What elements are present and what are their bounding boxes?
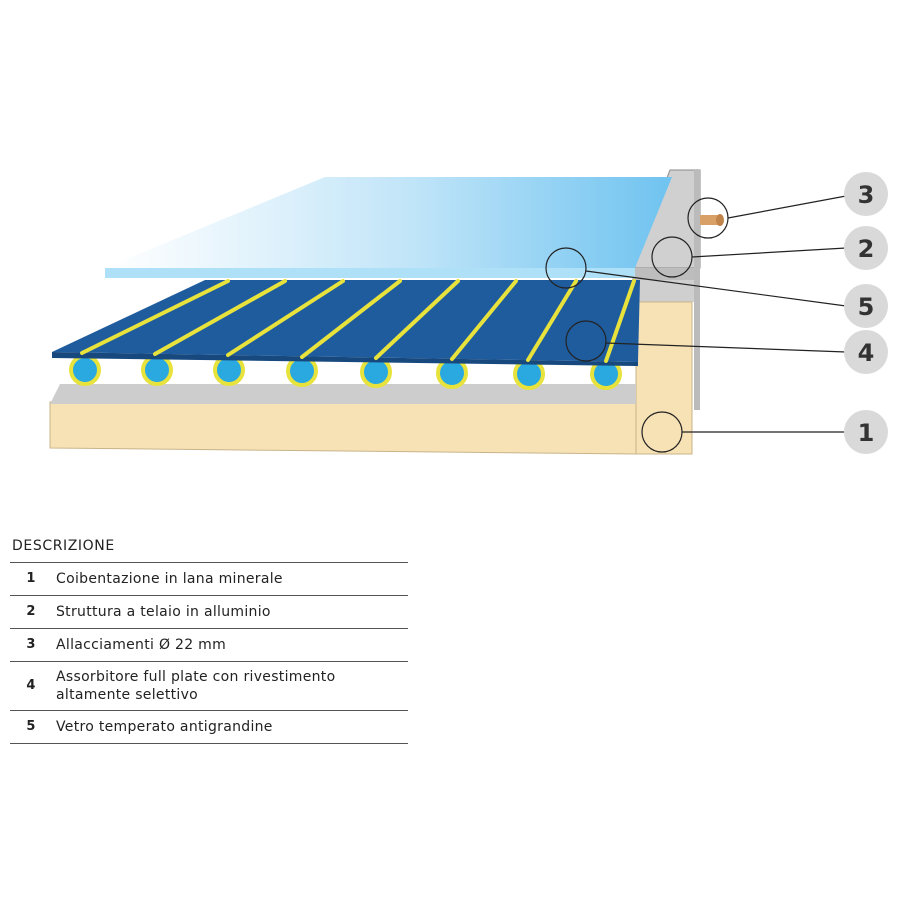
solar-collector-diagram: 3 2 5 4 1 [49, 169, 888, 455]
legend-row: 1 Coibentazione in lana minerale [10, 562, 408, 596]
legend-row-text: Struttura a telaio in alluminio [52, 595, 408, 629]
leader-line-3 [727, 195, 847, 219]
description-legend: DESCRIZIONE 1 Coibentazione in lana mine… [10, 536, 408, 744]
legend-row: 5 Vetro temperato antigrandine [10, 710, 408, 744]
legend-row: 2 Struttura a telaio in alluminio [10, 595, 408, 629]
callout-2: 2 [844, 226, 888, 270]
legend-row-text: Coibentazione in lana minerale [52, 562, 408, 596]
legend-row: 3 Allacciamenti Ø 22 mm [10, 628, 408, 662]
marker-circle-5 [545, 247, 587, 289]
callout-number: 1 [858, 419, 875, 447]
callout-1: 1 [844, 410, 888, 454]
marker-circle-4 [565, 320, 607, 362]
mineral-wool-insulation [49, 301, 693, 455]
leader-line-2 [691, 247, 847, 258]
legend-row-number: 1 [10, 562, 52, 596]
callout-3: 3 [844, 172, 888, 216]
tube [69, 354, 101, 386]
legend-row-text: Vetro temperato antigrandine [52, 710, 408, 744]
absorber-tubes [69, 354, 622, 390]
callout-4: 4 [844, 330, 888, 374]
callout-number: 2 [858, 235, 875, 263]
legend-row-number: 2 [10, 595, 52, 629]
legend-row-number: 4 [10, 661, 52, 711]
callout-number: 4 [858, 339, 875, 367]
legend-row-number: 5 [10, 710, 52, 744]
leader-line-4 [605, 342, 847, 353]
legend-title: DESCRIZIONE [12, 538, 115, 554]
pipe-connection [700, 214, 724, 226]
callout-number: 5 [858, 293, 875, 321]
legend-row-text: Assorbitore full plate con rivestimento … [52, 661, 408, 711]
legend-row-text: Allacciamenti Ø 22 mm [52, 628, 408, 662]
legend-row: 4 Assorbitore full plate con rivestiment… [10, 661, 408, 711]
tube [141, 354, 173, 386]
leader-line-5 [585, 270, 847, 307]
legend-row-number: 3 [10, 628, 52, 662]
callout-5: 5 [844, 284, 888, 328]
tempered-glass [105, 177, 672, 278]
callout-number: 3 [858, 181, 875, 209]
absorber-plate [52, 279, 640, 366]
legend-table: 1 Coibentazione in lana minerale 2 Strut… [10, 562, 408, 744]
